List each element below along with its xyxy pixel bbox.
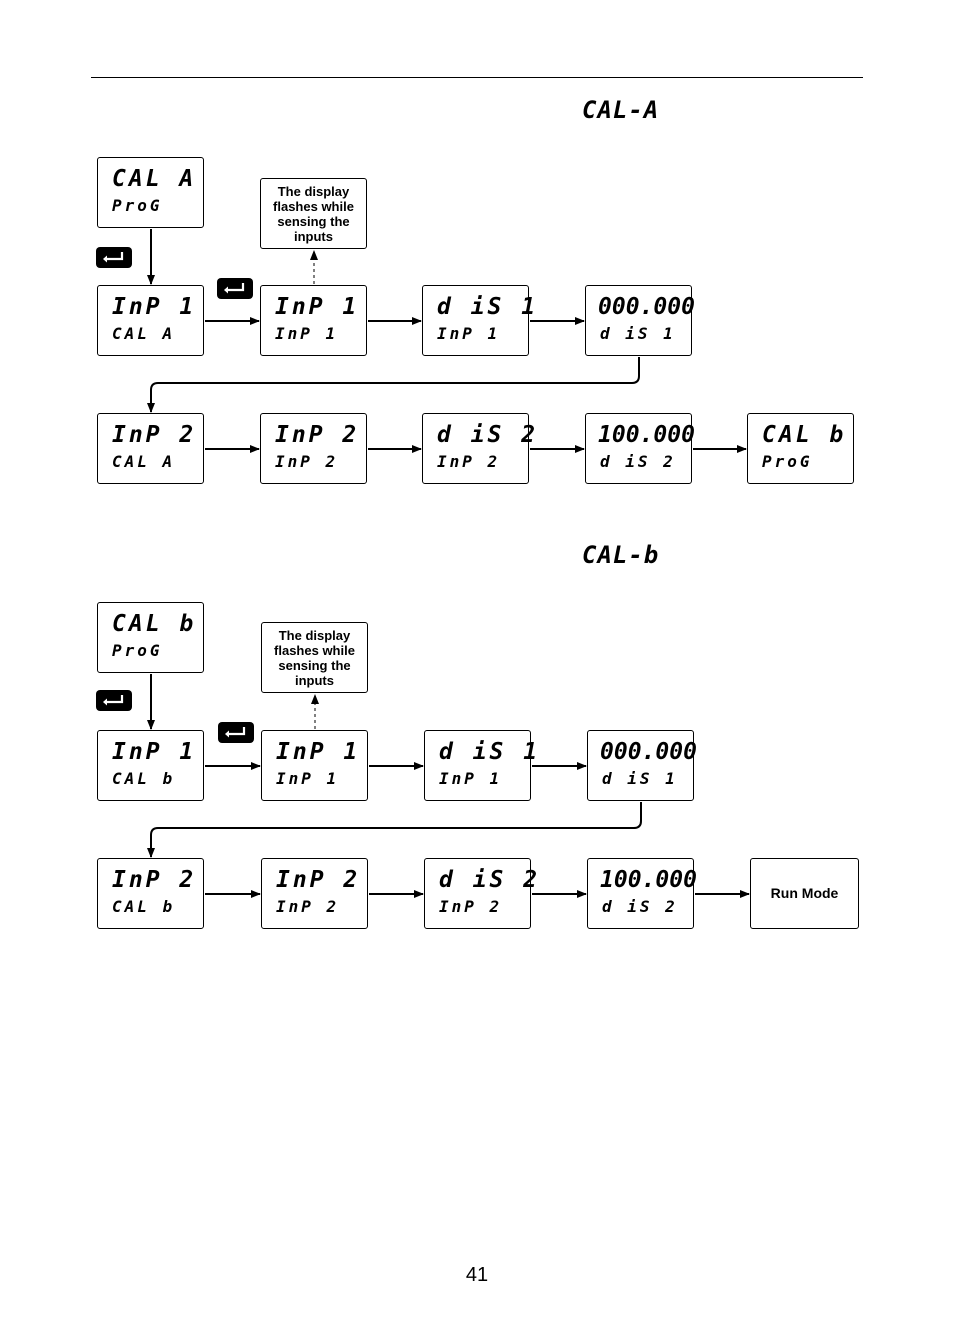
display-line1: InP 1 (112, 739, 197, 765)
section-title-cal-a: CAL-A (582, 96, 660, 124)
display-line1: InP 2 (275, 422, 360, 448)
flash-note-text: The display flashes while sensing the in… (273, 183, 354, 244)
arrow-b-wrap (147, 802, 642, 858)
enter-key-icon (96, 690, 132, 711)
display-inp2-cala: InP 2 CAL A (97, 413, 204, 484)
display-line2: ProG (112, 196, 163, 215)
display-line1: InP 1 (276, 739, 361, 765)
display-line1: d iS 2 (437, 422, 539, 448)
display-cal-a-prog: CAL A ProG (97, 157, 204, 228)
display-line2: d iS 1 (600, 324, 676, 343)
enter-key-icon (218, 722, 254, 743)
display-line1: d iS 2 (439, 867, 541, 893)
display-line1: CAL b (112, 611, 197, 637)
display-line2: CAL b (112, 897, 176, 916)
enter-key-icon (96, 247, 132, 268)
display-line2: InP 2 (437, 452, 501, 471)
display-line1: InP 1 (275, 294, 360, 320)
display-line2: CAL A (112, 452, 176, 471)
display-100-dis2: 100.000 d iS 2 (587, 858, 697, 929)
display-line1: InP 1 (112, 294, 197, 320)
display-line1: 000.000 (600, 739, 697, 765)
display-inp1-inp1: InP 1 InP 1 (261, 730, 368, 801)
display-line1: 100.000 (598, 422, 695, 448)
display-inp2-inp2: InP 2 InP 2 (261, 858, 368, 929)
display-cal-b-prog: CAL b ProG (97, 602, 204, 673)
display-dis1-inp1: d iS 1 InP 1 (424, 730, 537, 801)
display-inp1-calb: InP 1 CAL b (97, 730, 204, 801)
section-title-cal-b: CAL-b (582, 541, 660, 569)
display-line1: InP 2 (112, 422, 197, 448)
display-line2: InP 1 (437, 324, 501, 343)
display-inp2-calb: InP 2 CAL b (97, 858, 204, 929)
display-000-dis1: 000.000 d iS 1 (585, 285, 695, 356)
run-mode-box: Run Mode (750, 858, 859, 929)
display-line2: InP 1 (439, 769, 503, 788)
display-100-dis2: 100.000 d iS 2 (585, 413, 695, 484)
arrow-a-wrap (147, 357, 640, 413)
display-line2: d iS 2 (600, 452, 676, 471)
display-line2: ProG (112, 641, 163, 660)
display-inp1-cala: InP 1 CAL A (97, 285, 204, 356)
display-line2: ProG (762, 452, 813, 471)
display-line1: InP 2 (112, 867, 197, 893)
display-line2: InP 1 (275, 324, 339, 343)
display-line2: InP 2 (439, 897, 503, 916)
display-000-dis1: 000.000 d iS 1 (587, 730, 697, 801)
display-inp1-inp1: InP 1 InP 1 (260, 285, 367, 356)
display-line2: CAL A (112, 324, 176, 343)
display-calb-prog: CAL b ProG (747, 413, 854, 484)
page-number: 41 (465, 1264, 489, 1286)
display-line2: CAL b (112, 769, 176, 788)
display-line2: InP 1 (276, 769, 340, 788)
display-line1: 000.000 (598, 294, 695, 320)
display-line1: d iS 1 (437, 294, 539, 320)
display-line2: InP 2 (275, 452, 339, 471)
display-dis2-inp2: d iS 2 InP 2 (422, 413, 535, 484)
display-line1: CAL b (762, 422, 847, 448)
display-dis1-inp1: d iS 1 InP 1 (422, 285, 535, 356)
display-line1: InP 2 (276, 867, 361, 893)
display-dis2-inp2: d iS 2 InP 2 (424, 858, 537, 929)
display-line1: CAL A (112, 166, 197, 192)
flash-note: The display flashes while sensing the in… (261, 622, 368, 693)
display-line2: InP 2 (276, 897, 340, 916)
display-line1: 100.000 (600, 867, 697, 893)
display-line1: d iS 1 (439, 739, 541, 765)
flash-note-text: The display flashes while sensing the in… (274, 627, 355, 688)
display-line2: d iS 1 (602, 769, 678, 788)
flash-note: The display flashes while sensing the in… (260, 178, 367, 249)
display-inp2-inp2: InP 2 InP 2 (260, 413, 367, 484)
top-rule (91, 77, 863, 78)
run-mode-label: Run Mode (770, 885, 839, 901)
display-line2: d iS 2 (602, 897, 678, 916)
enter-key-icon (217, 278, 253, 299)
